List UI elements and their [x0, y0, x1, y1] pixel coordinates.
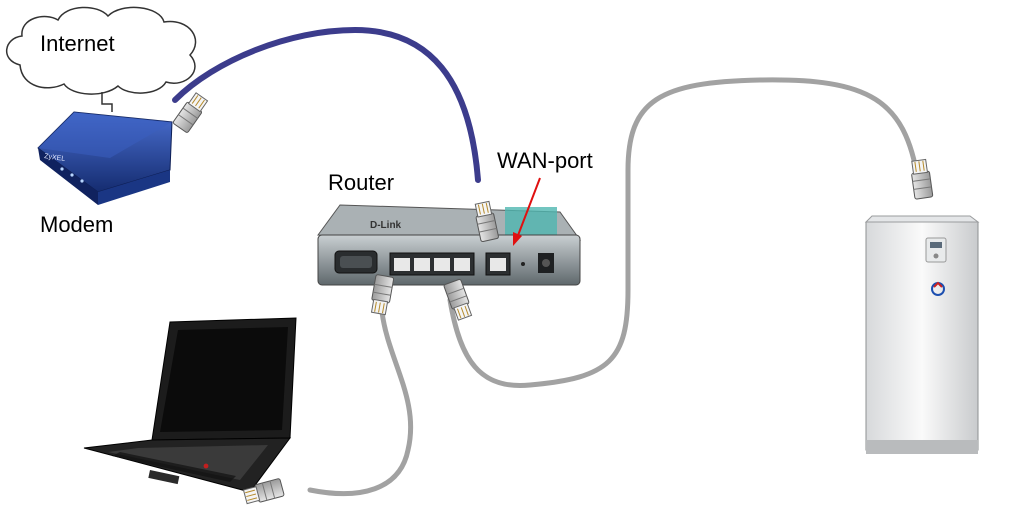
cloud-icon: [6, 6, 197, 95]
wan-cable: [172, 26, 481, 183]
lan-cable-heat-pump: [447, 77, 921, 389]
wan-port-label: WAN-port: [497, 148, 593, 173]
wan-port-arrow: [513, 177, 541, 246]
modem-label: Modem: [40, 212, 114, 237]
modem-brand-text: ZyXEL: [44, 153, 66, 163]
heat-pump-icon: [864, 215, 980, 454]
router-brand-text: D-Link: [370, 220, 402, 231]
lan-cable-laptop: [307, 309, 414, 497]
router-label: Router: [328, 170, 395, 195]
modem-icon: ZyXEL: [37, 111, 173, 205]
internet-label: Internet: [40, 31, 115, 56]
cloud-link-line: [101, 92, 113, 112]
laptop-icon: [83, 317, 297, 493]
router-icon: D-Link: [317, 204, 581, 286]
lan-ports: [389, 252, 475, 276]
